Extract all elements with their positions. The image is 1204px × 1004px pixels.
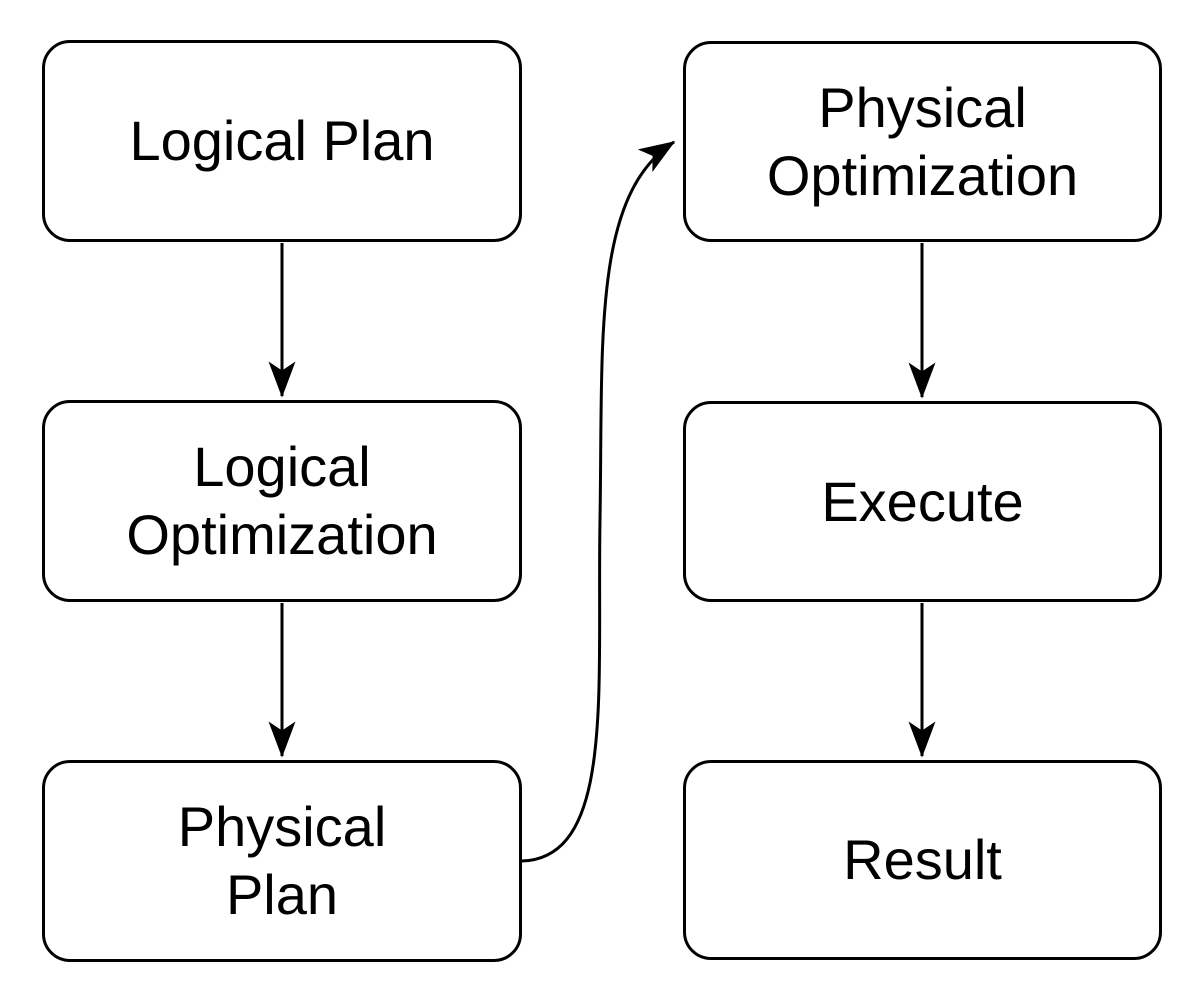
- node-execute: Execute: [683, 401, 1162, 602]
- node-label-line: Optimization: [126, 503, 438, 566]
- node-label-line: Result: [843, 828, 1002, 891]
- node-label-line: Optimization: [766, 143, 1079, 207]
- node-label-line: Physical: [177, 795, 387, 858]
- node-result: Result: [683, 760, 1162, 960]
- node-logical-optimization: Logical Optimization: [42, 400, 522, 602]
- node-label-line: Execute: [821, 469, 1024, 533]
- node-physical-plan: Physical Plan: [42, 760, 522, 962]
- node-physical-optimization: Physical Optimization: [683, 41, 1162, 242]
- edge-physical-plan-to-physical-optimization: [521, 140, 676, 863]
- node-label-line: Logical Plan: [129, 109, 435, 172]
- node-label-line: Physical: [818, 75, 1027, 139]
- node-logical-plan: Logical Plan: [42, 40, 522, 242]
- node-label-line: Plan: [225, 863, 339, 926]
- node-label-line: Logical: [193, 435, 371, 498]
